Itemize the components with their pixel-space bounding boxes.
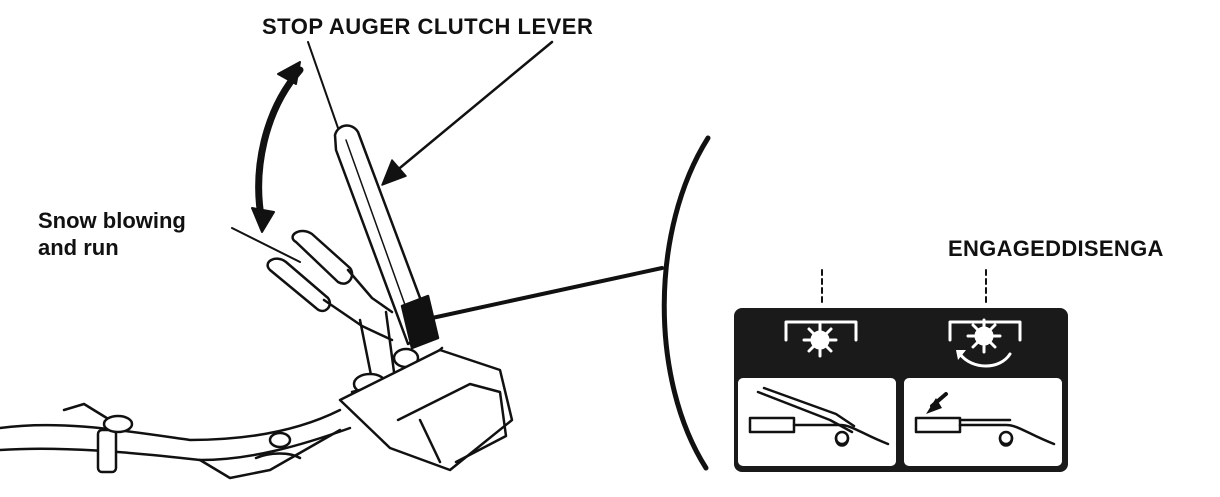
diagram-title: STOP AUGER CLUTCH LEVER	[262, 14, 594, 39]
zoom-bracket	[661, 135, 711, 471]
state-caption: ENGAGEDDISENGA	[948, 236, 1164, 261]
handlebar	[0, 402, 352, 480]
lever-released-icon	[914, 392, 1056, 447]
auger-disengaged-icon	[948, 318, 1022, 368]
zoom-connector	[430, 266, 664, 320]
snow-label-line-1: Snow blowing	[38, 208, 186, 233]
clutch-decal	[734, 308, 1068, 472]
lever-pressed-icon	[748, 386, 890, 447]
auger-engaged-icon	[784, 320, 858, 358]
lever-pointer-arrow	[381, 40, 554, 186]
auger-clutch-lever	[333, 124, 440, 350]
upper-handle-grip	[291, 229, 394, 314]
motion-double-arrow	[251, 61, 304, 233]
title-leader-line	[307, 41, 339, 129]
snow-leader-line	[231, 227, 301, 263]
snow-blowing-label: Snow blowing and run	[38, 207, 186, 261]
control-box	[338, 348, 514, 472]
snow-label-line-2: and run	[38, 235, 119, 260]
